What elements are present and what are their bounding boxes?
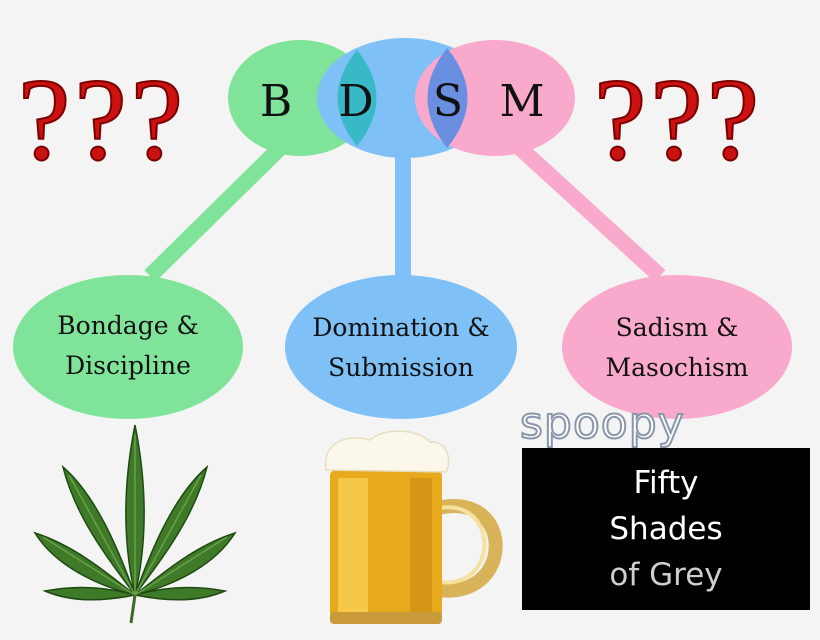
node-domination bbox=[285, 275, 517, 419]
venn-letter-b: B bbox=[259, 76, 293, 127]
node-domination-label: Domination & Submission bbox=[291, 308, 511, 388]
book-title-line-3: of Grey bbox=[609, 557, 723, 593]
question-marks-left: ??? bbox=[17, 54, 188, 185]
book-title-line-2: Shades bbox=[609, 511, 723, 547]
fifty-shades-title-card: Fifty Shades of Grey bbox=[522, 448, 810, 610]
node-bondage-line-1: Bondage & bbox=[57, 311, 199, 340]
beer-mug-icon bbox=[325, 430, 503, 624]
cannabis-leaf-icon bbox=[33, 424, 237, 624]
node-sadism-line-1: Sadism & bbox=[615, 313, 739, 342]
node-bondage-line-2: Discipline bbox=[65, 351, 191, 380]
connector-sadism bbox=[514, 142, 666, 282]
node-sadism-label: Sadism & Masochism bbox=[577, 308, 777, 388]
book-title-line-1: Fifty bbox=[633, 465, 699, 501]
node-bondage-label: Bondage & Discipline bbox=[28, 306, 228, 386]
node-domination-line-1: Domination & bbox=[312, 313, 490, 342]
node-domination-line-2: Submission bbox=[328, 353, 474, 382]
question-marks-right: ??? bbox=[593, 54, 764, 185]
node-sadism bbox=[562, 275, 792, 419]
spoopy-caption: spoopy bbox=[519, 397, 685, 450]
venn-overlap-bd bbox=[337, 50, 377, 146]
venn-letter-d: D bbox=[338, 76, 374, 127]
node-sadism-line-2: Masochism bbox=[605, 353, 749, 382]
connector-bondage bbox=[144, 142, 286, 282]
venn-letter-s: S bbox=[432, 76, 464, 127]
node-bondage bbox=[13, 275, 243, 419]
venn-overlap-ds bbox=[427, 48, 468, 148]
venn-letter-m: M bbox=[499, 76, 545, 127]
